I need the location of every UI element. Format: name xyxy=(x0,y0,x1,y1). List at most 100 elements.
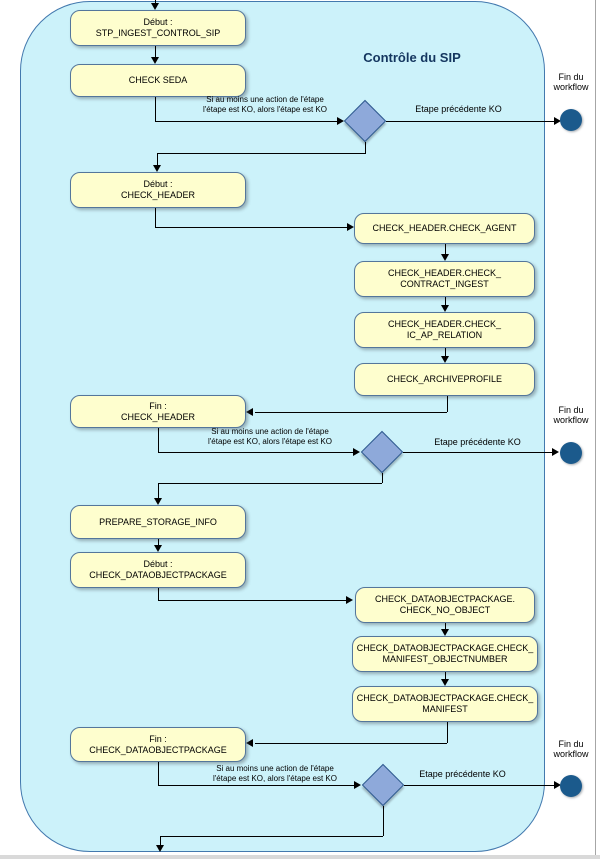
connector-segment xyxy=(255,743,447,744)
activity-label: CHECK_DATAOBJECTPACKAGE.CHECK_ xyxy=(356,693,534,703)
arrowhead xyxy=(337,117,344,125)
arrowhead xyxy=(156,845,164,852)
connector-segment xyxy=(404,785,554,786)
condition-line: Si au moins une action de l'étape xyxy=(216,764,334,773)
connector-segment xyxy=(155,97,156,121)
arrowhead xyxy=(353,448,360,456)
activity-label: MANIFEST_OBJECTNUMBER xyxy=(382,654,508,664)
activity-label: CHECK_NO_OBJECT xyxy=(399,605,491,615)
connector-segment xyxy=(158,483,159,499)
connector-segment xyxy=(160,836,161,846)
activity-label: CHECK_HEADER.CHECK_AGENT xyxy=(372,223,517,233)
edge-label-previous-step-ko: Etape précédente KO xyxy=(415,104,502,114)
arrowhead xyxy=(441,254,449,261)
arrowhead xyxy=(441,356,449,363)
activity-label: CHECK_DATAOBJECTPACKAGE xyxy=(89,744,227,755)
activity-fin-check-header: Fin : CHECK_HEADER xyxy=(70,395,246,428)
activity-label: CHECK_DATAOBJECTPACKAGE xyxy=(89,570,227,580)
connector-segment xyxy=(445,297,446,306)
arrowhead xyxy=(346,596,353,604)
diagram-title: Contrôle du SIP xyxy=(363,50,461,65)
connector-segment xyxy=(365,142,366,153)
connector-segment xyxy=(155,208,156,227)
activity-check-seda: CHECK SEDA xyxy=(70,64,246,97)
connector-segment xyxy=(158,600,346,601)
connector-segment xyxy=(447,396,448,412)
activity-check-header-check-ic-ap-relation: CHECK_HEADER.CHECK_ IC_AP_RELATION xyxy=(354,312,535,348)
connector-segment xyxy=(386,121,554,122)
connector-segment xyxy=(157,153,366,154)
activity-check-archiveprofile: CHECK_ARCHIVEPROFILE xyxy=(354,363,535,396)
connector-segment xyxy=(382,473,383,483)
activity-fin-check-dataobjectpackage: Fin : CHECK_DATAOBJECTPACKAGE xyxy=(70,727,246,762)
connector-segment xyxy=(160,836,383,837)
end-workflow-label: Fin du workflow xyxy=(547,405,595,425)
arrowhead xyxy=(246,408,253,416)
condition-line: l'étape est KO, alors l'étape est KO xyxy=(212,774,337,783)
activity-label: IC_AP_RELATION xyxy=(406,330,483,340)
connector-segment xyxy=(158,539,159,546)
condition-line: l'étape est KO, alors l'étape est KO xyxy=(207,437,332,446)
arrowhead xyxy=(441,679,449,686)
end-workflow-line: Fin du xyxy=(558,405,584,415)
arrowhead xyxy=(151,3,159,10)
arrowhead xyxy=(441,629,449,636)
end-workflow-label: Fin du workflow xyxy=(547,72,595,92)
end-workflow-label: Fin du workflow xyxy=(547,739,595,759)
activity-label: CONTRACT_INGEST xyxy=(400,279,489,289)
arrowhead xyxy=(154,545,162,552)
activity-check-no-object: CHECK_DATAOBJECTPACKAGE. CHECK_NO_OBJECT xyxy=(355,587,535,623)
connector-segment xyxy=(445,348,446,357)
end-workflow-line: Fin du xyxy=(558,72,584,82)
connector-segment xyxy=(445,623,446,630)
arrowhead xyxy=(354,781,361,789)
connector-segment xyxy=(158,452,353,453)
activity-label: MANIFEST xyxy=(422,704,468,714)
activity-debut-check-header: Début : CHECK_HEADER xyxy=(70,172,246,208)
arrowhead xyxy=(151,57,159,64)
connector-segment xyxy=(158,428,159,452)
activity-label: Fin : xyxy=(149,400,167,411)
workflow-end-node xyxy=(560,775,582,797)
arrowhead xyxy=(554,117,561,125)
connector-segment xyxy=(157,153,158,166)
connector-segment xyxy=(158,588,159,601)
activity-debut-stp-ingest-control-sip: Début : STP_INGEST_CONTROL_SIP xyxy=(70,10,246,46)
activity-label: Début : xyxy=(143,179,173,189)
activity-prepare-storage-info: PREPARE_STORAGE_INFO xyxy=(70,505,246,539)
workflow-end-node xyxy=(560,109,582,131)
activity-label: CHECK_HEADER xyxy=(120,411,196,422)
connector-segment xyxy=(158,762,159,785)
activity-label: CHECK SEDA xyxy=(128,75,188,85)
activity-label: CHECK_DATAOBJECTPACKAGE. xyxy=(374,594,516,604)
arrowhead xyxy=(441,305,449,312)
activity-check-header-check-contract-ingest: CHECK_HEADER.CHECK_ CONTRACT_INGEST xyxy=(354,261,535,297)
activity-label: PREPARE_STORAGE_INFO xyxy=(99,516,217,527)
condition-label: Si au moins une action de l'étape l'étap… xyxy=(185,427,355,447)
activity-label: Début : xyxy=(143,17,173,27)
activity-check-header-check-agent: CHECK_HEADER.CHECK_AGENT xyxy=(354,213,535,244)
activity-label: CHECK_DATAOBJECTPACKAGE.CHECK_ xyxy=(356,643,534,653)
end-workflow-line: workflow xyxy=(553,82,589,92)
end-workflow-line: workflow xyxy=(553,415,589,425)
connector-segment xyxy=(155,121,338,122)
condition-line: Si au moins une action de l'étape xyxy=(206,95,324,104)
edge-label-previous-step-ko: Etape précédente KO xyxy=(434,437,521,447)
activity-debut-check-dataobjectpackage: Début : CHECK_DATAOBJECTPACKAGE xyxy=(70,552,246,588)
connector-segment xyxy=(155,0,156,3)
activity-label: CHECK_HEADER.CHECK_ xyxy=(387,319,502,329)
condition-label: Si au moins une action de l'étape l'étap… xyxy=(180,95,350,115)
workflow-end-node xyxy=(560,442,582,464)
activity-check-manifest-objectnumber: CHECK_DATAOBJECTPACKAGE.CHECK_ MANIFEST_… xyxy=(352,636,538,672)
page-edge xyxy=(0,855,600,859)
condition-line: Si au moins une action de l'étape xyxy=(211,427,329,436)
activity-label: CHECK_HEADER xyxy=(120,190,196,200)
connector-segment xyxy=(445,672,446,680)
end-workflow-line: workflow xyxy=(553,749,589,759)
end-workflow-line: Fin du xyxy=(558,739,584,749)
activity-label: CHECK_HEADER.CHECK_ xyxy=(387,268,502,278)
arrowhead xyxy=(552,448,559,456)
activity-label: CHECK_ARCHIVEPROFILE xyxy=(386,374,503,384)
connector-segment xyxy=(155,46,156,58)
